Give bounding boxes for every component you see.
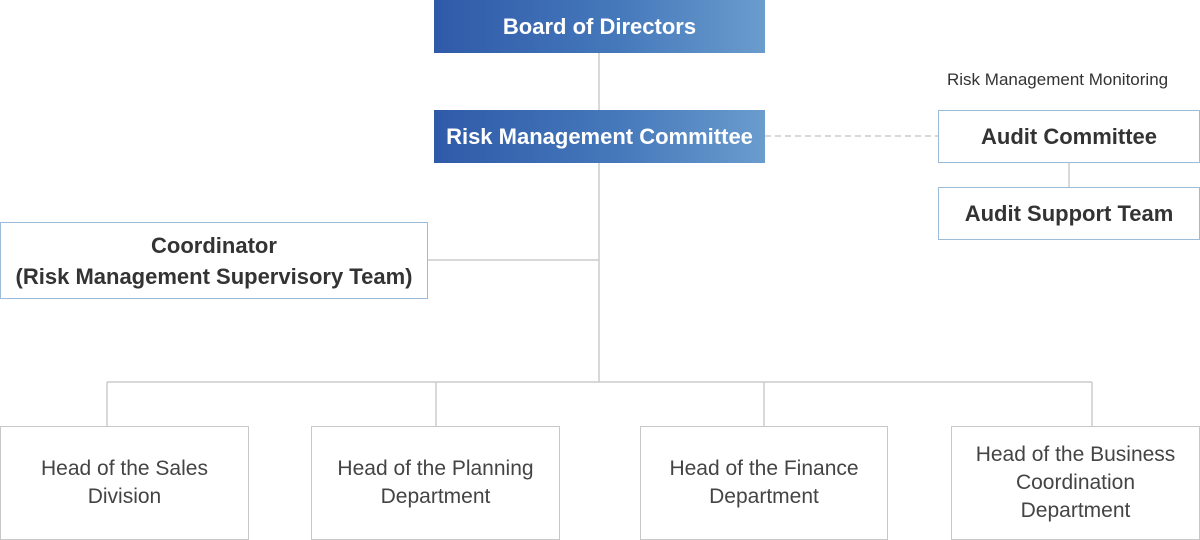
head-sales-line-2: Division bbox=[87, 485, 162, 508]
audit-support-label: Audit Support Team bbox=[964, 200, 1174, 226]
head-sales-node: Head of the Sales Division bbox=[0, 426, 249, 540]
coordinator-subtitle: (Risk Management Supervisory Team) bbox=[15, 263, 413, 289]
head-business-line-2: Coordination bbox=[1015, 471, 1136, 494]
coordinator-node: Coordinator (Risk Management Supervisory… bbox=[0, 222, 428, 299]
head-finance-line-2: Department bbox=[709, 485, 819, 508]
head-business-line-3: Department bbox=[1020, 499, 1131, 522]
audit-committee-node: Audit Committee bbox=[938, 110, 1200, 163]
audit-committee-label: Audit Committee bbox=[981, 123, 1157, 149]
head-business-node: Head of the Business Coordination Depart… bbox=[951, 426, 1200, 540]
head-planning-line-1: Head of the Planning bbox=[337, 457, 534, 480]
head-planning-line-2: Department bbox=[380, 485, 491, 508]
head-planning-node: Head of the Planning Department bbox=[311, 426, 560, 540]
audit-support-team-node: Audit Support Team bbox=[938, 187, 1200, 240]
head-sales-line-1: Head of the Sales bbox=[41, 457, 208, 480]
head-finance-node: Head of the Finance Department bbox=[640, 426, 888, 540]
coordinator-title: Coordinator bbox=[151, 232, 277, 258]
risk-management-committee-node: Risk Management Committee bbox=[434, 110, 765, 163]
board-label: Board of Directors bbox=[502, 13, 697, 39]
board-of-directors-node: Board of Directors bbox=[434, 0, 765, 53]
committee-label: Risk Management Committee bbox=[446, 123, 753, 149]
head-business-line-1: Head of the Business bbox=[975, 443, 1176, 466]
head-finance-line-1: Head of the Finance bbox=[669, 457, 859, 480]
monitoring-note: Risk Management Monitoring bbox=[947, 70, 1169, 89]
